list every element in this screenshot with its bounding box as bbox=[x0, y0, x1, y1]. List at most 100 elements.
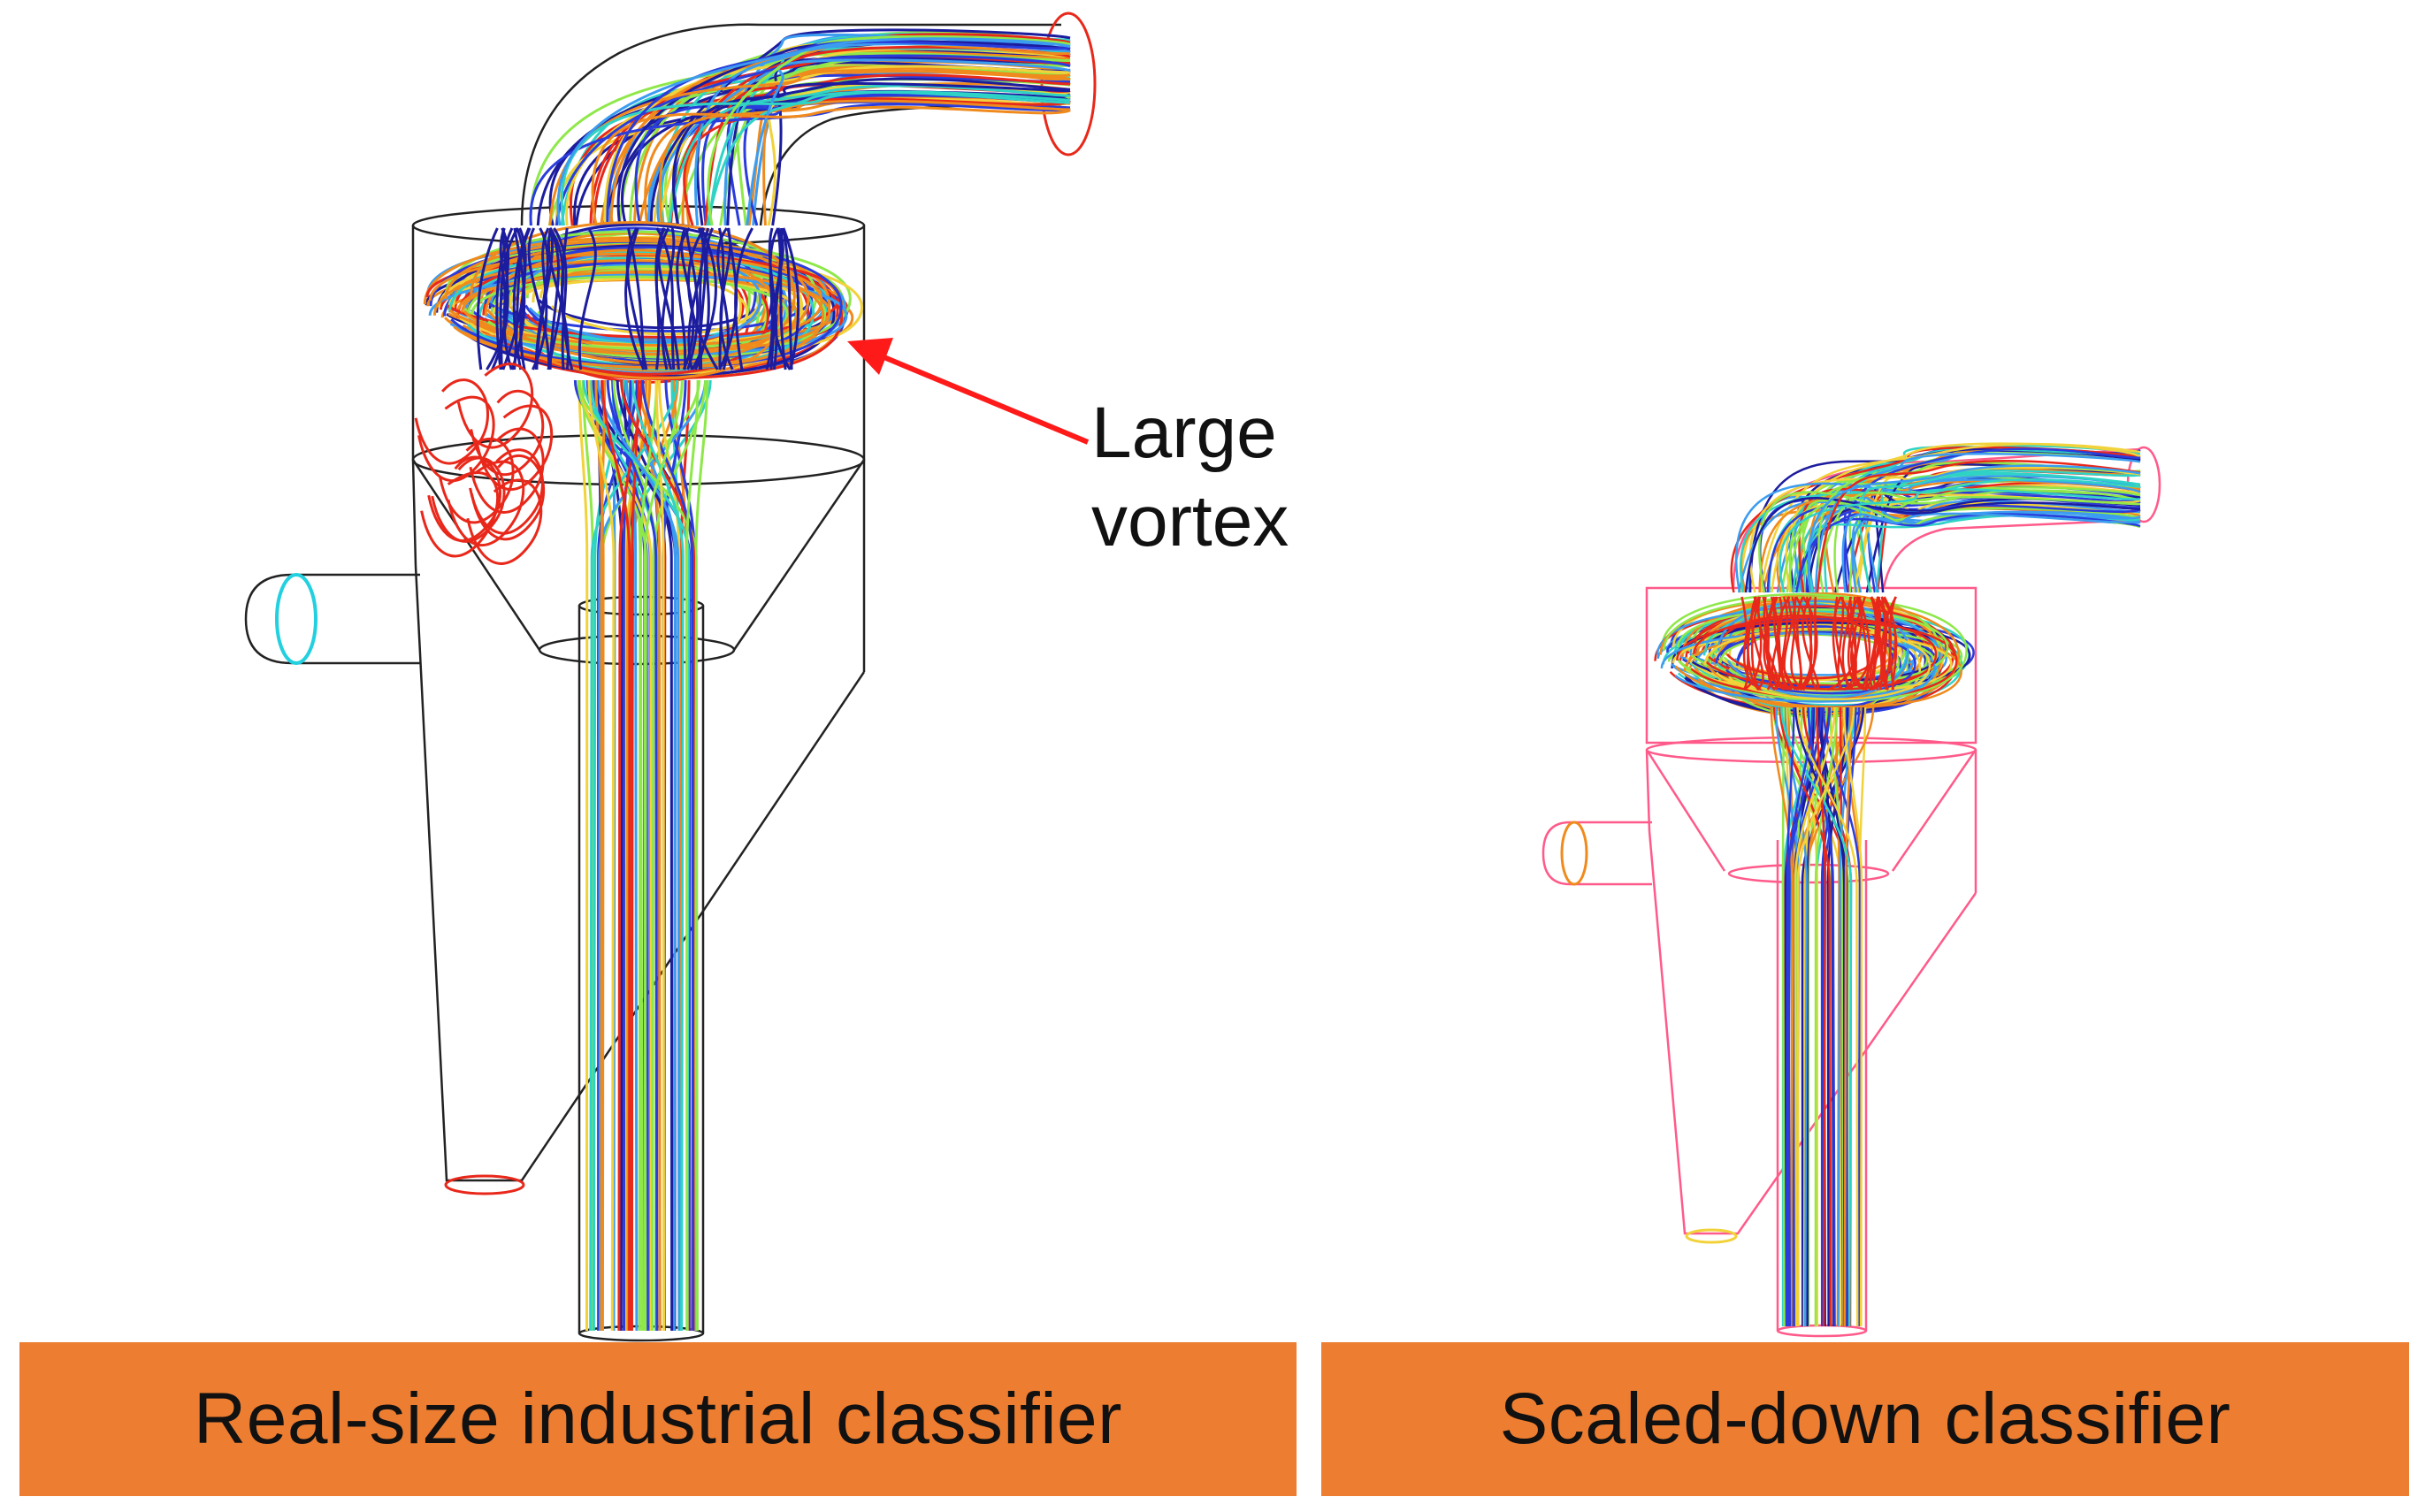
streamline bbox=[466, 478, 543, 565]
streamline bbox=[699, 227, 710, 370]
streamline bbox=[683, 97, 1071, 226]
streamline bbox=[1785, 706, 1795, 1327]
streamline bbox=[1861, 596, 1878, 691]
streamline bbox=[617, 379, 644, 1332]
streamline bbox=[456, 363, 534, 449]
streamline bbox=[589, 54, 1071, 226]
streamline bbox=[420, 471, 500, 558]
streamline bbox=[671, 81, 1071, 226]
streamline bbox=[1744, 497, 2141, 593]
streamline bbox=[776, 227, 787, 370]
caption-left-text: Real-size industrial classifier bbox=[194, 1378, 1122, 1459]
streamline bbox=[594, 379, 605, 1332]
streamline bbox=[1794, 706, 1836, 1327]
streamline bbox=[1858, 472, 2141, 593]
streamline bbox=[1780, 706, 1853, 1327]
caption-right-text: Scaled-down classifier bbox=[1499, 1378, 2231, 1459]
scaled-down-classifier-caption: Scaled-down classifier bbox=[1321, 1342, 2409, 1496]
streamline bbox=[1796, 706, 1855, 1327]
streamline bbox=[1659, 598, 1961, 708]
streamline bbox=[447, 460, 525, 546]
streamline bbox=[685, 379, 700, 1332]
streamline bbox=[686, 227, 719, 370]
streamline bbox=[687, 227, 705, 370]
streamline bbox=[643, 379, 684, 1332]
streamline bbox=[1841, 512, 2141, 593]
streamline bbox=[1843, 596, 1871, 691]
streamline bbox=[1759, 442, 2141, 593]
streamline bbox=[1680, 599, 1943, 711]
streamline bbox=[661, 227, 676, 370]
scaled-down-classifier-diagram bbox=[1541, 442, 2161, 1338]
streamline bbox=[601, 379, 631, 1332]
streamline bbox=[1826, 596, 1857, 691]
streamline bbox=[1770, 596, 1789, 691]
streamline bbox=[1787, 706, 1797, 1327]
streamline bbox=[627, 227, 645, 370]
streamline bbox=[768, 227, 778, 370]
annotation-line-1: Large bbox=[1091, 393, 1277, 473]
streamline bbox=[1814, 706, 1839, 1327]
streamline bbox=[1740, 478, 2141, 593]
streamline bbox=[723, 33, 1071, 226]
streamline bbox=[592, 379, 625, 1332]
streamline bbox=[578, 227, 597, 370]
streamline bbox=[1779, 706, 1832, 1327]
streamline bbox=[560, 90, 1071, 226]
streamline bbox=[694, 379, 709, 1332]
streamline bbox=[591, 105, 1071, 226]
streamline bbox=[667, 84, 1071, 226]
real-size-classifier-diagram bbox=[244, 11, 1097, 1342]
streamline bbox=[1742, 596, 1762, 691]
streamline bbox=[417, 395, 495, 482]
annotation-line-2: vortex bbox=[1091, 481, 1289, 561]
streamline bbox=[1779, 488, 2141, 593]
streamline bbox=[1829, 706, 1845, 1327]
streamline bbox=[1843, 596, 1855, 691]
streamline bbox=[469, 448, 544, 535]
streamline bbox=[765, 227, 780, 370]
streamline bbox=[578, 379, 653, 1332]
streamline bbox=[1796, 706, 1859, 1327]
streamline bbox=[616, 40, 1071, 226]
streamline bbox=[1807, 464, 2141, 593]
streamline bbox=[1757, 491, 2141, 593]
streamline bbox=[781, 227, 793, 370]
streamline bbox=[1780, 596, 1793, 691]
streamline bbox=[1816, 706, 1827, 1327]
streamline bbox=[1802, 596, 1820, 691]
streamline bbox=[1790, 596, 1806, 691]
streamline bbox=[547, 227, 570, 370]
streamline bbox=[1786, 596, 1803, 691]
streamline bbox=[1816, 460, 2141, 593]
real-size-classifier-streamlines bbox=[414, 28, 1071, 1332]
streamline bbox=[476, 227, 499, 370]
streamline bbox=[1822, 706, 1862, 1327]
streamline bbox=[470, 389, 545, 477]
streamline bbox=[1815, 453, 2141, 593]
streamline bbox=[706, 90, 1071, 226]
streamline bbox=[693, 227, 714, 370]
streamline bbox=[587, 379, 616, 1332]
streamline bbox=[1735, 478, 2141, 593]
real-size-classifier-caption: Real-size industrial classifier bbox=[19, 1342, 1297, 1496]
large-vortex-annotation: Large vortex bbox=[1091, 389, 1289, 566]
streamline bbox=[1855, 596, 1870, 691]
streamline bbox=[444, 239, 810, 356]
streamline bbox=[556, 37, 1071, 226]
streamline bbox=[1757, 596, 1779, 691]
streamline bbox=[1764, 596, 1792, 691]
streamline bbox=[1847, 596, 1865, 691]
streamline bbox=[1880, 596, 1898, 691]
streamline bbox=[1663, 596, 1968, 702]
streamline bbox=[1750, 596, 1761, 691]
streamline bbox=[1786, 706, 1814, 1327]
streamline bbox=[1868, 596, 1883, 691]
streamline bbox=[516, 251, 762, 344]
scaled-down-classifier-streamlines bbox=[1654, 442, 2141, 1327]
streamline bbox=[1770, 706, 1794, 1327]
streamline bbox=[501, 227, 526, 370]
streamline bbox=[704, 73, 1071, 226]
streamline bbox=[547, 227, 565, 370]
